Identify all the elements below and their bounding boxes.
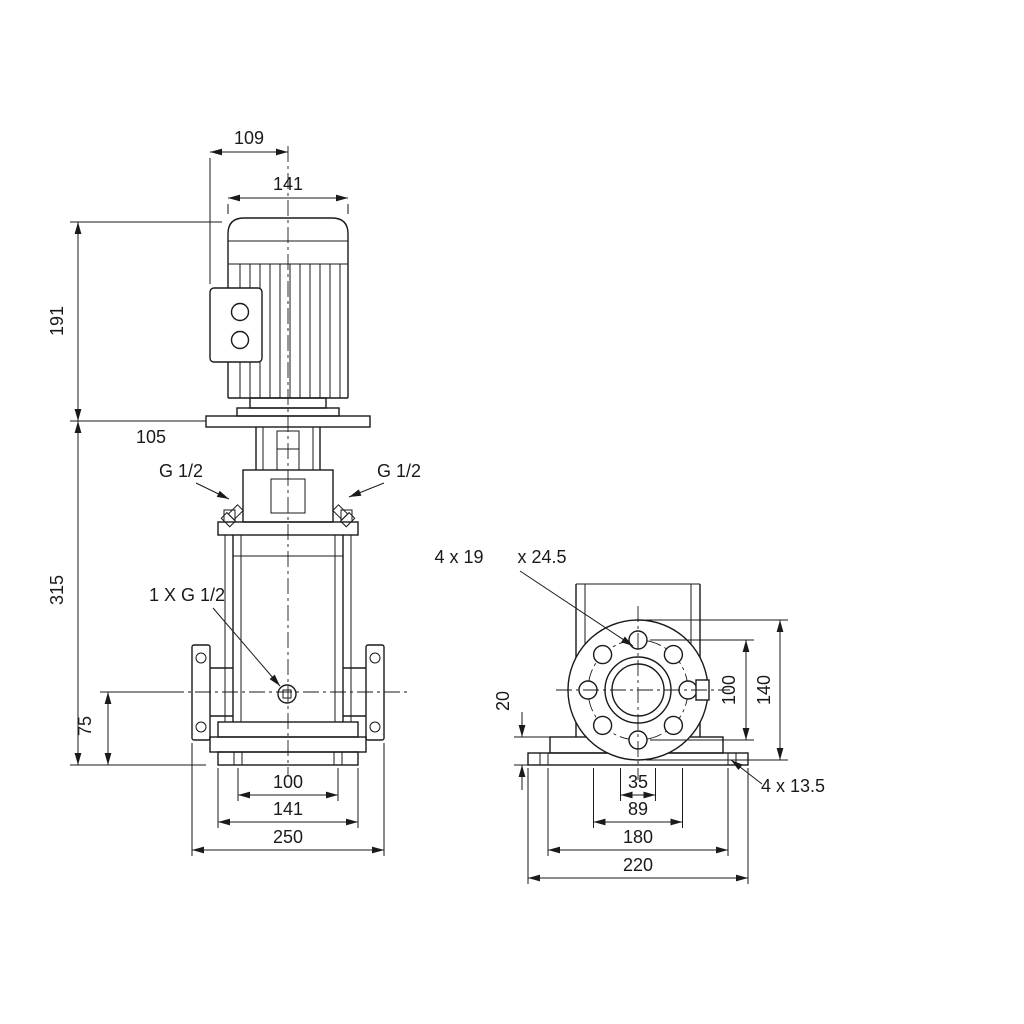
discharge-flange-right (343, 644, 385, 741)
port-g12-right-label: G 1/2 (377, 461, 421, 481)
dim-35-label: 35 (628, 772, 648, 792)
motor (227, 217, 349, 399)
bolt-hole (663, 644, 684, 665)
bolt-hole (663, 715, 684, 736)
flange-counterbore-note: x 24.5 (517, 547, 566, 567)
chamber-stack (224, 535, 352, 722)
dim-100-boltcircle-label: 100 (719, 675, 739, 705)
bolt-hole (592, 644, 613, 665)
dim-20-label: 20 (493, 691, 513, 711)
dim-250-label: 250 (273, 827, 303, 847)
side-view: 4 x 19 x 24.5 20 100 140 4 x 13.5 35 89 … (434, 547, 825, 884)
drain-g12-label: 1 X G 1/2 (149, 585, 225, 605)
drain-plug (277, 684, 297, 704)
coupling (255, 427, 321, 471)
dim-220-label: 220 (623, 855, 653, 875)
dim-140-label: 140 (754, 675, 774, 705)
vent-plug-right (332, 504, 356, 528)
suction-flange-left (191, 644, 233, 741)
bolt-hole (592, 715, 613, 736)
dim-100-base-label: 100 (273, 772, 303, 792)
dim-180-label: 180 (623, 827, 653, 847)
front-view: 109 141 191 105 G 1/2 G 1/2 315 1 X G 1/… (47, 128, 421, 856)
dim-141-base-label: 141 (273, 799, 303, 819)
side-dimensions (514, 570, 788, 884)
vent-plug-left (220, 504, 244, 528)
dim-109-label: 109 (234, 128, 264, 148)
dim-315-label: 315 (47, 575, 67, 605)
base-holes-note: 4 x 13.5 (761, 776, 825, 796)
dim-105-label: 105 (136, 427, 166, 447)
terminal-box (209, 287, 263, 363)
dim-191-label: 191 (47, 306, 67, 336)
dim-89-label: 89 (628, 799, 648, 819)
front-dimensions (70, 148, 385, 856)
dim-141-motor-label: 141 (273, 174, 303, 194)
dim-75-label: 75 (75, 716, 95, 736)
flange-holes-note: 4 x 19 (434, 547, 483, 567)
port-g12-left-label: G 1/2 (159, 461, 203, 481)
